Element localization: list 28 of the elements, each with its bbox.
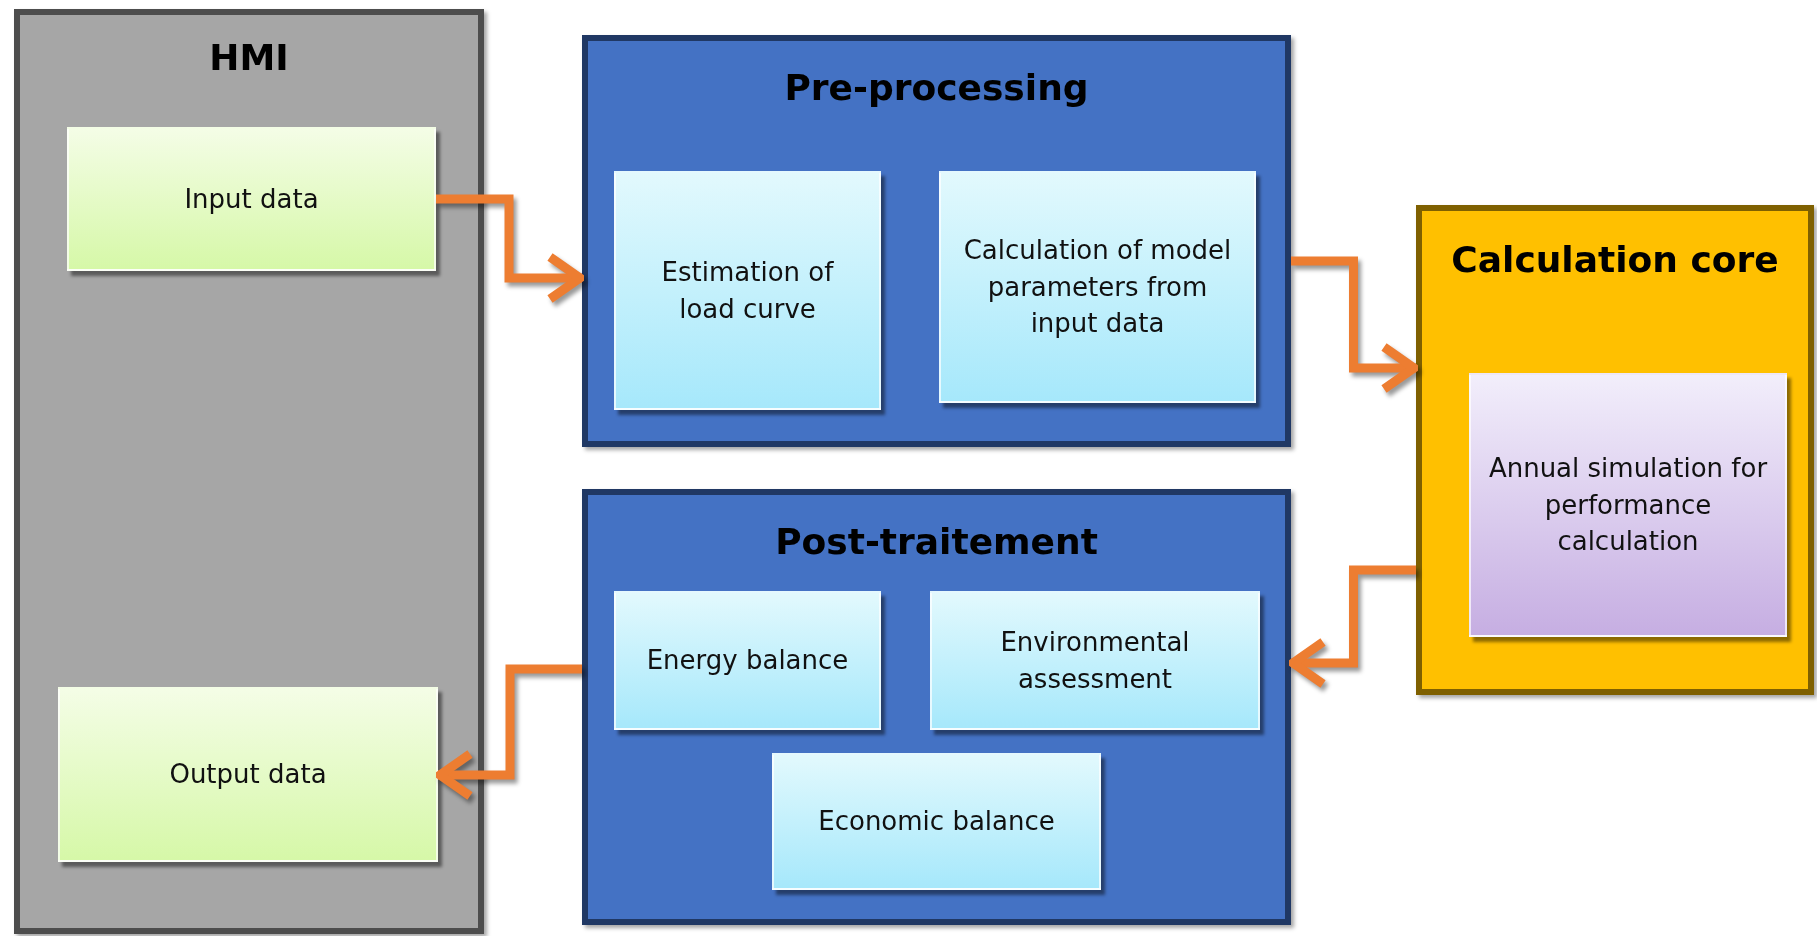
module-panel — [582, 489, 1291, 925]
panel-heading: Pre-processing — [783, 67, 1090, 108]
process-box — [772, 753, 1101, 890]
box-label: Output data — [169, 758, 327, 792]
arrow — [1288, 565, 1416, 689]
panel-heading: HMI — [208, 37, 290, 78]
arrow — [435, 664, 582, 801]
arrow — [436, 194, 585, 304]
module-panel — [582, 35, 1291, 447]
module-panel — [14, 9, 484, 934]
panel-heading: Post-traitement — [774, 521, 1099, 562]
box-label: Input data — [184, 182, 319, 216]
module-panel — [1416, 205, 1814, 695]
panel-heading: Calculation core — [1450, 239, 1780, 280]
box-label: Estimation of load curve — [660, 256, 835, 326]
process-box — [930, 591, 1260, 730]
arrow — [1291, 256, 1419, 394]
data-box — [67, 127, 436, 271]
box-label: Annual simulation for performance calculation — [1487, 452, 1769, 559]
data-box — [58, 687, 438, 862]
box-label: Calculation of model parameters from input data — [962, 234, 1233, 341]
process-box — [614, 171, 881, 410]
box-label: Environmental assessment — [999, 626, 1191, 696]
box-label: Energy balance — [646, 644, 849, 678]
box-label: Economic balance — [818, 805, 1055, 839]
process-box — [1469, 373, 1787, 637]
process-box — [939, 171, 1256, 403]
process-box — [614, 591, 881, 730]
